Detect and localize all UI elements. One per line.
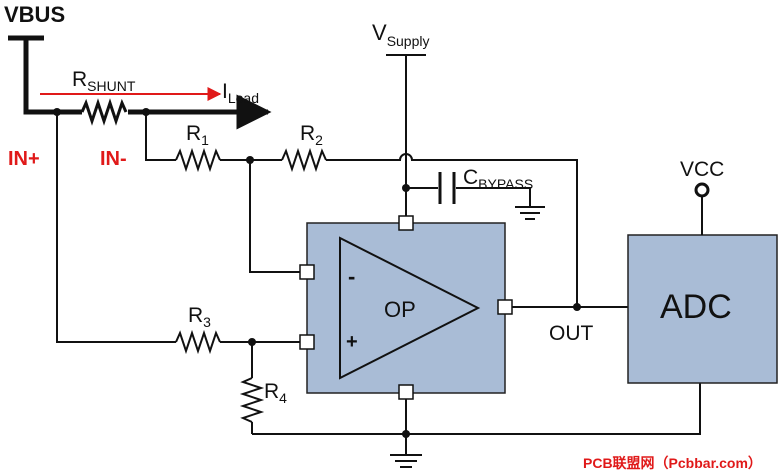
label-vcc: VCC xyxy=(680,158,724,181)
opamp-triangle xyxy=(339,236,481,380)
label-op: OP xyxy=(384,297,416,322)
vbus-terminal xyxy=(8,35,272,130)
ground-main xyxy=(390,454,422,468)
pin-ground xyxy=(398,384,414,400)
label-v-supply: VSupply xyxy=(372,20,430,49)
label-c-bypass: CBYPASS xyxy=(463,166,533,192)
wire-cap-right xyxy=(456,187,531,207)
label-op-minus: - xyxy=(348,264,355,289)
shunt-resistor xyxy=(80,98,128,126)
pin-output xyxy=(497,299,513,315)
label-r3: R3 xyxy=(188,304,211,330)
label-vbus: VBUS xyxy=(4,2,65,27)
label-r2: R2 xyxy=(300,122,323,148)
vcc-terminal xyxy=(694,182,710,198)
label-in-plus: IN+ xyxy=(8,148,40,170)
resistor-r1 xyxy=(175,147,221,173)
wire-inv-input xyxy=(249,160,300,273)
label-out: OUT xyxy=(549,322,594,345)
pin-noninverting xyxy=(299,334,315,350)
label-r4: R4 xyxy=(264,380,287,406)
label-op-plus: + xyxy=(346,331,358,353)
label-i-load: ILoad xyxy=(222,80,259,106)
label-r1: R1 xyxy=(186,122,209,148)
watermark: PCB联盟网（Pcbbar.com） xyxy=(583,455,762,471)
junction-out xyxy=(573,303,581,311)
resistor-r4 xyxy=(239,377,265,423)
adc-block xyxy=(627,234,778,384)
pin-inverting xyxy=(299,264,315,280)
pin-supply xyxy=(398,215,414,231)
wire-in-minus xyxy=(145,112,176,161)
wire-ground-rail xyxy=(252,383,701,435)
resistor-r2 xyxy=(281,147,327,173)
resistor-r3 xyxy=(175,329,221,355)
junction-ground xyxy=(402,430,410,438)
label-r-shunt: RSHUNT xyxy=(72,68,136,94)
label-in-minus: IN- xyxy=(100,148,127,170)
ground-bypass xyxy=(515,206,545,220)
label-adc: ADC xyxy=(660,288,732,326)
wire-in-plus xyxy=(56,112,176,343)
